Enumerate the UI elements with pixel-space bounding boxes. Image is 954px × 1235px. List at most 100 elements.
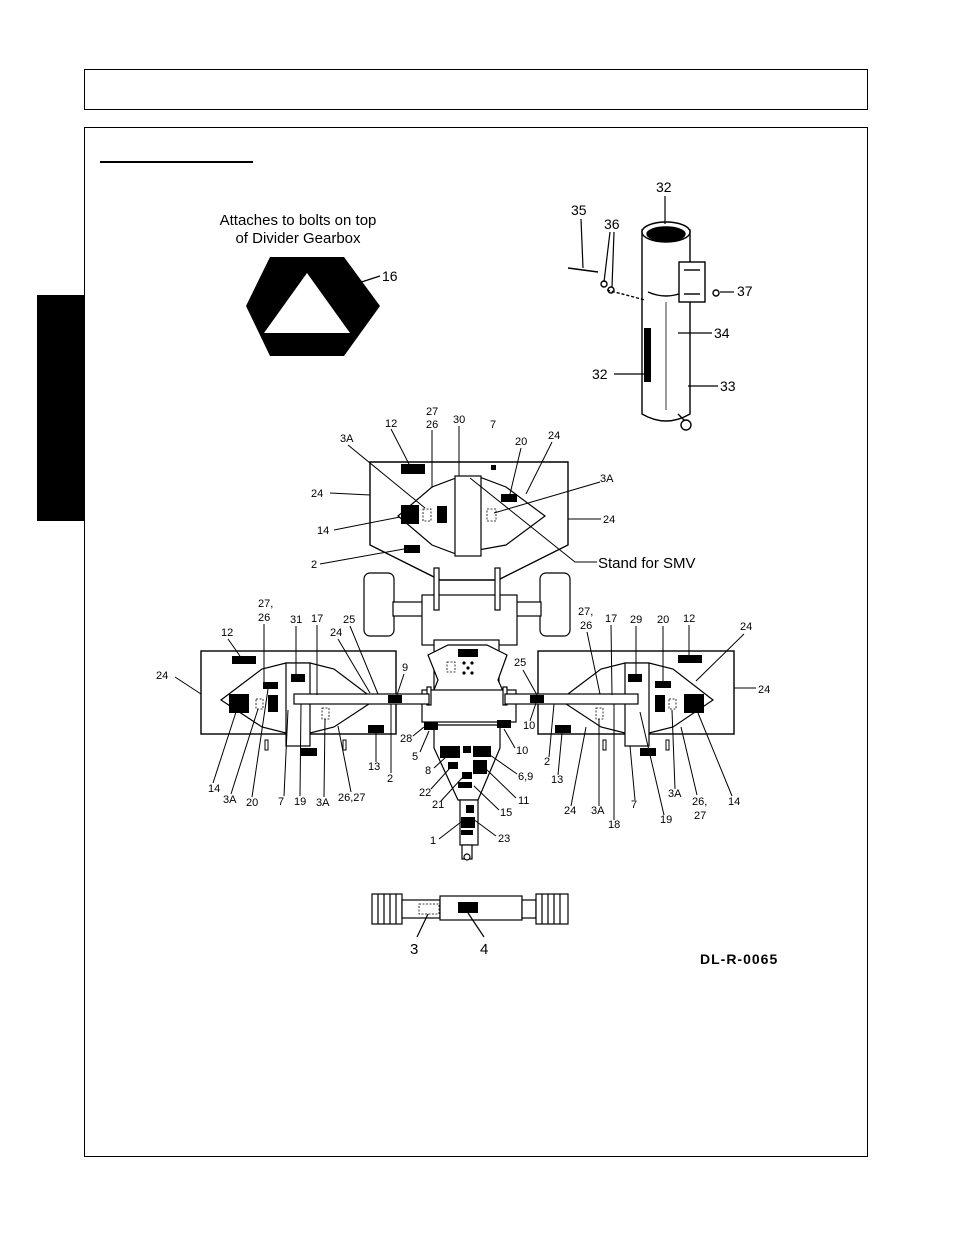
callout-20-left: 20	[246, 797, 258, 809]
header-box	[84, 69, 868, 110]
callout-22: 22	[419, 787, 431, 799]
callout-7-right: 7	[631, 799, 637, 811]
callout-27-right: 27,	[578, 606, 593, 618]
callout-24-left-side: 24	[156, 670, 168, 682]
chassis-decals	[424, 649, 511, 835]
driveline-group	[371, 893, 569, 925]
callout-35: 35	[571, 202, 587, 218]
callout-7: 7	[490, 419, 496, 431]
center-deck-group	[369, 461, 569, 581]
callout-2-right: 2	[544, 756, 550, 768]
decal-32-strip	[644, 328, 651, 382]
callout-14: 14	[317, 525, 329, 537]
callout-18: 18	[608, 819, 620, 831]
callout-29: 29	[630, 614, 642, 626]
callout-26-right: 26	[580, 620, 592, 632]
center-deck-callouts: 27 26 30 12 7 3A 20 24 24 3A 14 24 2 Sta…	[311, 406, 696, 572]
callout-1: 1	[430, 835, 436, 847]
callout-3a-left-1: 3A	[223, 794, 237, 806]
callout-34: 34	[714, 325, 730, 341]
callout-7-left: 7	[278, 796, 284, 808]
callout-24-left: 24	[311, 488, 323, 500]
callout-14-left: 14	[208, 783, 220, 795]
callout-26: 26	[426, 419, 438, 431]
callout-24-right-top: 24	[740, 621, 752, 633]
smv-emblem-triangle	[264, 273, 350, 333]
callout-23: 23	[498, 833, 510, 845]
callout-12: 12	[385, 418, 397, 430]
drawing-id: DL-R-0065	[700, 951, 778, 967]
callout-2: 2	[311, 559, 317, 571]
tire-left	[363, 572, 395, 637]
right-wing-callouts: 27, 26 17 29 20 12 24 25 24 10 2 13 24 3…	[514, 606, 770, 831]
callout-33: 33	[720, 378, 736, 394]
callout-27-right-b: 27	[694, 810, 706, 822]
driveline-callouts: 3 4	[410, 912, 488, 958]
callout-24-right-bottom: 24	[564, 805, 576, 817]
callout-37: 37	[737, 283, 753, 299]
content-box	[84, 127, 868, 1157]
callout-31: 31	[290, 614, 302, 626]
callout-20: 20	[515, 436, 527, 448]
callout-25-left: 25	[343, 614, 355, 626]
section-title-underline	[100, 161, 253, 163]
right-wing-group	[504, 650, 735, 756]
callout-5: 5	[412, 751, 418, 763]
callout-27: 27	[426, 406, 438, 418]
callout-8: 8	[425, 765, 431, 777]
callout-28: 28	[400, 733, 412, 745]
callout-24-right: 24	[603, 514, 615, 526]
callout-12-left: 12	[221, 627, 233, 639]
callout-3a-right-1: 3A	[591, 805, 605, 817]
callout-24-top: 24	[548, 430, 560, 442]
callout-11: 11	[518, 795, 529, 807]
callout-14-right: 14	[728, 796, 740, 808]
callout-36: 36	[604, 216, 620, 232]
callout-13-left: 13	[368, 761, 380, 773]
decal-3-outline	[418, 903, 440, 915]
callout-26-27-left: 26,27	[338, 792, 366, 804]
callout-2-left: 2	[387, 773, 393, 785]
decal-4	[458, 902, 478, 913]
callout-19-right: 19	[660, 814, 672, 826]
callout-3a: 3A	[340, 433, 354, 445]
left-wing-group	[200, 650, 430, 756]
left-wing-callouts: 27, 26 31 17 25 24 12 24 9 14 3A 20 7 19…	[156, 598, 408, 809]
callout-3a-left-2: 3A	[316, 797, 330, 809]
callout-21: 21	[432, 799, 444, 811]
smv-emblem-group: Attaches to bolts on top of Divider Gear…	[220, 212, 398, 356]
stand-callouts: 32 35 36 37 34 32 33	[571, 179, 753, 394]
callout-25-right: 25	[514, 657, 526, 669]
callout-4-driveline: 4	[480, 941, 488, 958]
callout-15: 15	[500, 807, 512, 819]
callout-3a-right-2: 3A	[668, 788, 682, 800]
callout-19-left: 19	[294, 796, 306, 808]
callout-24-right-side: 24	[758, 684, 770, 696]
callout-6-9: 6,9	[518, 771, 533, 783]
callout-3-driveline: 3	[410, 941, 418, 958]
callout-32-top: 32	[656, 179, 672, 195]
callout-3a-right: 3A	[600, 473, 614, 485]
smv-caption-line-2: of Divider Gearbox	[235, 230, 361, 247]
smv-caption-line-1: Attaches to bolts on top	[220, 212, 377, 229]
smv-stand-group	[567, 221, 720, 431]
callout-16: 16	[382, 268, 398, 284]
tire-right	[539, 572, 571, 637]
chassis-group	[363, 567, 571, 861]
callout-32-side: 32	[592, 366, 608, 382]
section-tab	[37, 295, 84, 521]
stand-for-smv-label: Stand for SMV	[598, 555, 696, 572]
callout-20-right: 20	[657, 614, 669, 626]
callout-24-left-top: 24	[330, 627, 342, 639]
callout-30: 30	[453, 414, 465, 426]
callout-17-left: 17	[311, 613, 323, 625]
callout-13-right: 13	[551, 774, 563, 786]
callout-10-hitch: 10	[516, 745, 528, 757]
callout-10-right: 10	[523, 720, 535, 732]
hitch-callouts: 28 5 10 8 22 21 6,9 11 15 1 23	[400, 726, 533, 847]
callout-17-right: 17	[605, 613, 617, 625]
callout-12-right: 12	[683, 613, 695, 625]
callout-26-right-b: 26,	[692, 796, 707, 808]
callout-26-left: 26	[258, 612, 270, 624]
